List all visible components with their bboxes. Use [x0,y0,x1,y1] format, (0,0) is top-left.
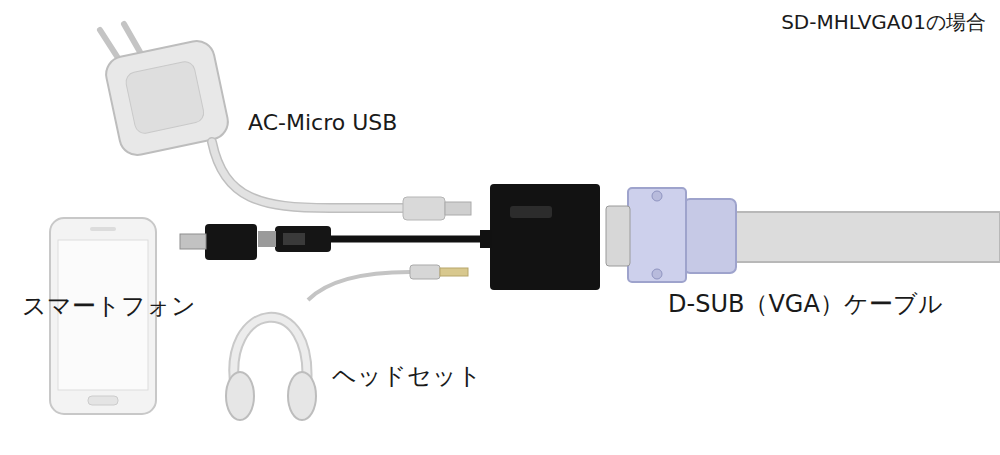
diagram-title: SD-MHLVGA01の場合 [781,10,986,34]
cable-label: D-SUB（VGA）ケーブル [668,290,943,319]
cable-label: AC-Micro USB [248,110,397,136]
device-label: ヘッドセット [332,362,482,391]
mhl-cable [180,224,492,260]
adapter-box [480,184,600,290]
headset [226,265,468,420]
device-label: スマートフォン [22,292,196,321]
vga-cable [606,188,1000,282]
ac-adapter [100,24,471,220]
